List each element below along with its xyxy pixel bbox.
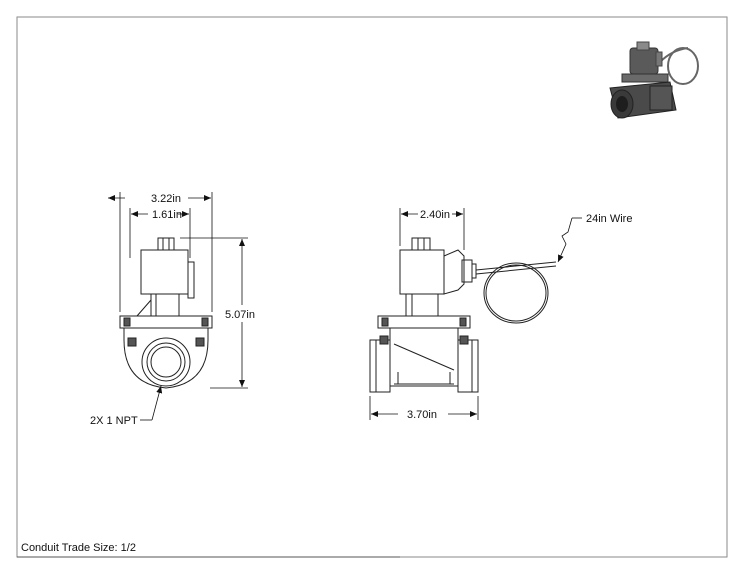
port-callout-label: 2X 1 NPT bbox=[90, 415, 138, 427]
dim-body-length bbox=[369, 396, 479, 420]
side-view bbox=[369, 237, 479, 393]
port-leader bbox=[140, 385, 163, 421]
conduit-note: Conduit Trade Size: 1/2 bbox=[21, 542, 136, 554]
wire-loop bbox=[475, 261, 557, 324]
dim-overall-width bbox=[108, 192, 213, 312]
isometric-view bbox=[609, 41, 699, 119]
dim-height-label: 5.07in bbox=[225, 309, 255, 321]
dim-inner-width-label: 1.61in bbox=[152, 209, 182, 221]
dim-coil-width bbox=[399, 208, 465, 250]
dim-inner-width bbox=[129, 208, 191, 258]
dim-overall-width-label: 3.22in bbox=[151, 193, 181, 205]
dim-height bbox=[180, 237, 248, 389]
front-view bbox=[119, 237, 213, 389]
dim-coil-width-label: 2.40in bbox=[420, 209, 450, 221]
dim-body-length-label: 3.70in bbox=[407, 409, 437, 421]
wire-callout-label: 24in Wire bbox=[586, 213, 632, 225]
wire-leader bbox=[557, 217, 582, 263]
